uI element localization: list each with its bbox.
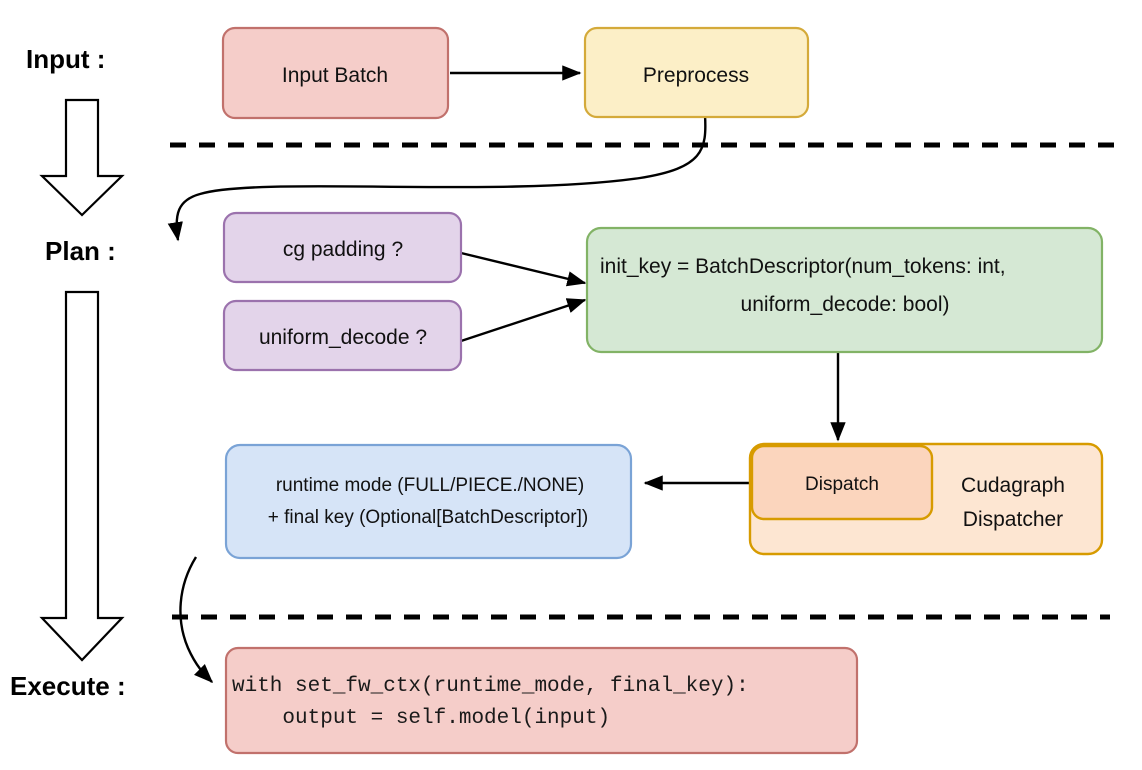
node-preprocess[interactable]: Preprocess	[583, 26, 810, 119]
preprocess-label: Preprocess	[643, 64, 749, 87]
node-cg-padding[interactable]: cg padding ?	[222, 211, 463, 284]
preprocess-box[interactable]	[583, 26, 810, 119]
input-batch-label: Input Batch	[282, 64, 388, 87]
input-to-plan-block-arrow	[39, 98, 125, 217]
init-key-line-2: uniform_decode: bool)	[741, 293, 950, 316]
runtime-mode-line-2: + final key (Optional[BatchDescriptor])	[268, 507, 589, 528]
cudagraph-dispatcher-label-line-1: Cudagraph	[961, 474, 1065, 497]
stage-label-execute: Execute :	[10, 671, 126, 701]
node-dispatch[interactable]: Dispatch	[750, 444, 934, 521]
cudagraph-dispatcher-label-line-2: Dispatcher	[963, 508, 1063, 531]
init-key-box[interactable]	[585, 226, 1104, 354]
input-batch-box[interactable]	[221, 26, 450, 120]
runtime-mode-box[interactable]	[224, 443, 633, 560]
dispatch-label: Dispatch	[805, 474, 879, 495]
stage-label-plan: Plan :	[45, 236, 116, 266]
cg-padding-box[interactable]	[222, 211, 463, 284]
node-uniform-decode[interactable]: uniform_decode ?	[222, 299, 463, 372]
node-init-key[interactable]: init_key = BatchDescriptor(num_tokens: i…	[585, 226, 1104, 354]
execute-code-line-1: with set_fw_ctx(runtime_mode, final_key)…	[232, 675, 749, 698]
execute-code-box[interactable]	[224, 646, 859, 755]
node-execute-code[interactable]: with set_fw_ctx(runtime_mode, final_key)…	[224, 646, 859, 755]
runtime-mode-line-1: runtime mode (FULL/PIECE./NONE)	[276, 475, 584, 496]
node-input-batch[interactable]: Input Batch	[221, 26, 450, 120]
edge-uniform-decode-to-init-key	[460, 298, 587, 343]
cg-padding-label: cg padding ?	[283, 238, 403, 261]
edge-cg-padding-to-init-key	[460, 251, 587, 287]
plan-to-execute-block-arrow	[39, 290, 125, 662]
uniform-decode-label: uniform_decode ?	[259, 326, 427, 349]
init-key-line-1: init_key = BatchDescriptor(num_tokens: i…	[600, 255, 1006, 278]
execute-code-line-2: output = self.model(input)	[232, 707, 610, 730]
node-runtime-mode[interactable]: runtime mode (FULL/PIECE./NONE) + final …	[224, 443, 633, 560]
edge-runtime-mode-to-execute-code	[179, 556, 214, 684]
edge-preprocess-to-cg-padding	[167, 114, 707, 242]
stage-label-input: Input :	[26, 44, 105, 74]
uniform-decode-box[interactable]	[222, 299, 463, 372]
dispatch-box[interactable]	[750, 444, 934, 521]
